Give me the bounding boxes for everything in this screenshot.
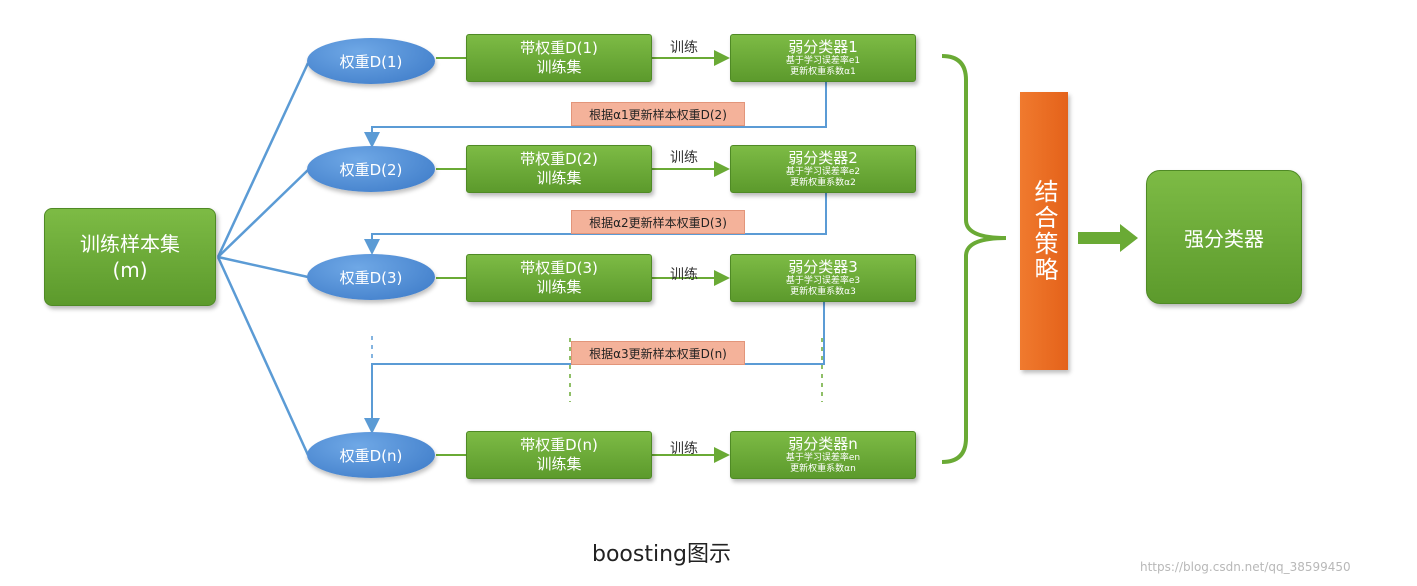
combine-brace (941, 54, 1007, 464)
update-label-1: 根据α1更新样本权重D(2) (571, 102, 745, 126)
weak-classifier-1-error: 基于学习误差率e1 (785, 55, 861, 66)
train-set-2-subtitle: 训练集 (536, 169, 582, 187)
weak-classifier-3-error: 基于学习误差率e3 (785, 275, 861, 286)
weight-d2-ellipse: 权重D(2) (307, 146, 435, 192)
strong-classifier-box: 强分类器 (1146, 170, 1302, 304)
weak-classifier-2-alpha: 更新权重系数α2 (790, 177, 856, 188)
train-set-1-title: 带权重D(1) (520, 39, 598, 57)
strong-classifier-label: 强分类器 (1184, 226, 1264, 251)
combine-strategy-box: 结合策略 (1020, 92, 1068, 370)
weak-classifier-3-alpha: 更新权重系数α3 (790, 286, 856, 297)
strong-arrow (1078, 224, 1138, 252)
training-sample-set-box: 训练样本集 (m) (44, 208, 216, 306)
train-set-3-subtitle: 训练集 (536, 278, 582, 296)
weak-classifier-n-alpha: 更新权重系数αn (790, 463, 856, 474)
weak-classifier-n-title: 弱分类器n (788, 434, 858, 453)
fan-line-1 (216, 62, 310, 258)
weak-classifier-1-alpha: 更新权重系数α1 (790, 66, 856, 77)
weak-classifier-1: 弱分类器1 基于学习误差率e1 更新权重系数α1 (730, 34, 916, 82)
train-set-n-title: 带权重D(n) (520, 436, 598, 454)
fan-line-3 (217, 255, 309, 279)
train-label-2: 训练 (670, 150, 698, 166)
feedback-path-1 (364, 82, 827, 148)
training-sample-set-label: 训练样本集 (80, 232, 180, 256)
weak-classifier-2: 弱分类器2 基于学习误差率e2 更新权重系数α2 (730, 145, 916, 193)
train-set-2-title: 带权重D(2) (520, 150, 598, 168)
training-sample-size-label: (m) (112, 258, 148, 282)
weighted-train-set-3: 带权重D(3) 训练集 (466, 254, 652, 302)
update-label-3: 根据α3更新样本权重D(n) (571, 341, 745, 365)
watermark-url: https://blog.csdn.net/qq_38599450 (1140, 560, 1351, 574)
fan-line-2 (217, 169, 309, 258)
update-label-2: 根据α2更新样本权重D(3) (571, 210, 745, 234)
weak-classifier-n-error: 基于学习误差率en (785, 452, 861, 463)
feedback-path-2 (364, 193, 827, 255)
weighted-train-set-n: 带权重D(n) 训练集 (466, 431, 652, 479)
train-set-n-subtitle: 训练集 (536, 455, 582, 473)
train-label-3: 训练 (670, 267, 698, 283)
weight-dn-label: 权重D(n) (339, 446, 403, 465)
weighted-train-set-1: 带权重D(1) 训练集 (466, 34, 652, 82)
weak-classifier-2-title: 弱分类器2 (788, 148, 858, 167)
train-label-n: 训练 (670, 441, 698, 457)
train-set-3-title: 带权重D(3) (520, 259, 598, 277)
combine-strategy-label: 结合策略 (1030, 179, 1058, 283)
weight-d1-ellipse: 权重D(1) (307, 38, 435, 84)
fan-line-n (216, 256, 310, 456)
weak-classifier-2-error: 基于学习误差率e2 (785, 166, 861, 177)
train-label-1: 训练 (670, 40, 698, 56)
weight-dn-ellipse: 权重D(n) (307, 432, 435, 478)
feedback-path-3 (364, 302, 825, 434)
weight-d3-label: 权重D(3) (339, 268, 403, 287)
weak-classifier-n: 弱分类器n 基于学习误差率en 更新权重系数αn (730, 431, 916, 479)
weighted-train-set-2: 带权重D(2) 训练集 (466, 145, 652, 193)
weak-classifier-1-title: 弱分类器1 (788, 37, 858, 56)
weight-d1-label: 权重D(1) (339, 52, 403, 71)
weight-d2-label: 权重D(2) (339, 160, 403, 179)
diagram-caption: boosting图示 (592, 542, 731, 567)
weak-classifier-3: 弱分类器3 基于学习误差率e3 更新权重系数α3 (730, 254, 916, 302)
weight-d3-ellipse: 权重D(3) (307, 254, 435, 300)
train-set-1-subtitle: 训练集 (536, 58, 582, 76)
weak-classifier-3-title: 弱分类器3 (788, 257, 858, 276)
